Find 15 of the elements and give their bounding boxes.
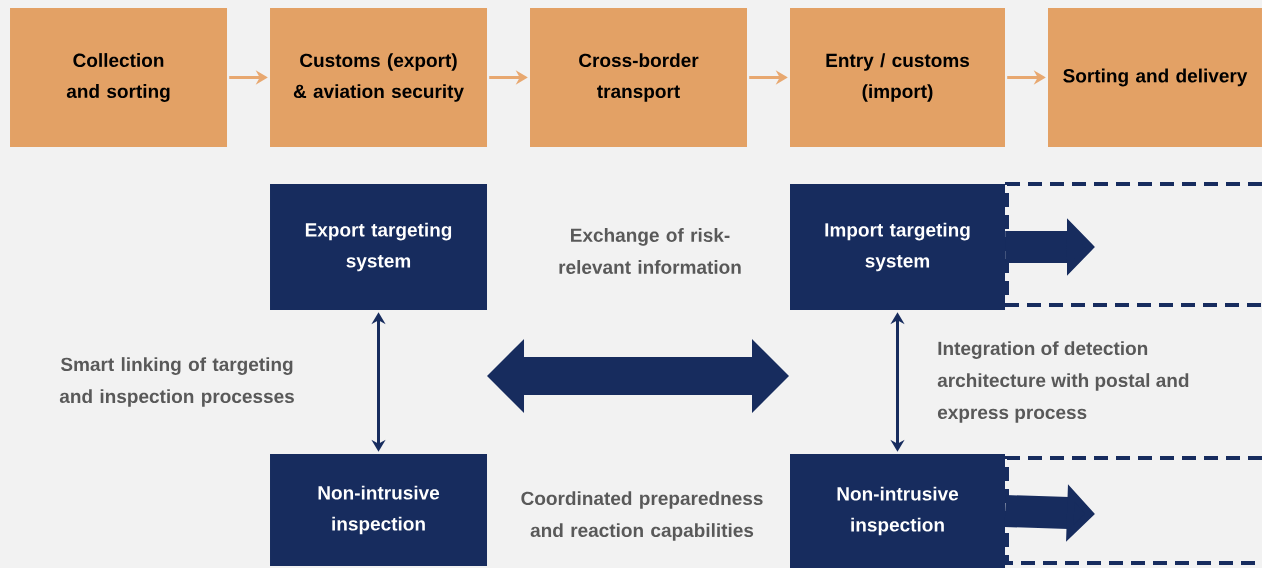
system-box: Import targeting system [790, 184, 1005, 310]
annotation-text: Integration of detection architecture with postal and express process [937, 341, 1189, 423]
process-box: Cross-border transport [530, 8, 747, 147]
system-box: Non-intrusive inspection [790, 454, 1005, 568]
annotation-text: Coordinated preparedness and reaction capabilities [521, 491, 763, 541]
annotation-text: Smart linking of targeting and inspection processes [59, 357, 294, 407]
annotation-text: Exchange of risk-relevant information [559, 228, 741, 274]
system-box: Export targeting system [270, 184, 487, 310]
node-label: Import targeting system [825, 222, 970, 272]
process-box: Collection and sorting [10, 8, 227, 147]
node-label: Non-intrusive inspection [837, 486, 959, 536]
process-box: Customs (export) & aviation security [270, 8, 487, 147]
system-box: Non-intrusive inspection [270, 454, 487, 566]
process-box: Sorting and delivery [1048, 8, 1262, 147]
process-box: Entry / customs (import) [790, 8, 1005, 147]
